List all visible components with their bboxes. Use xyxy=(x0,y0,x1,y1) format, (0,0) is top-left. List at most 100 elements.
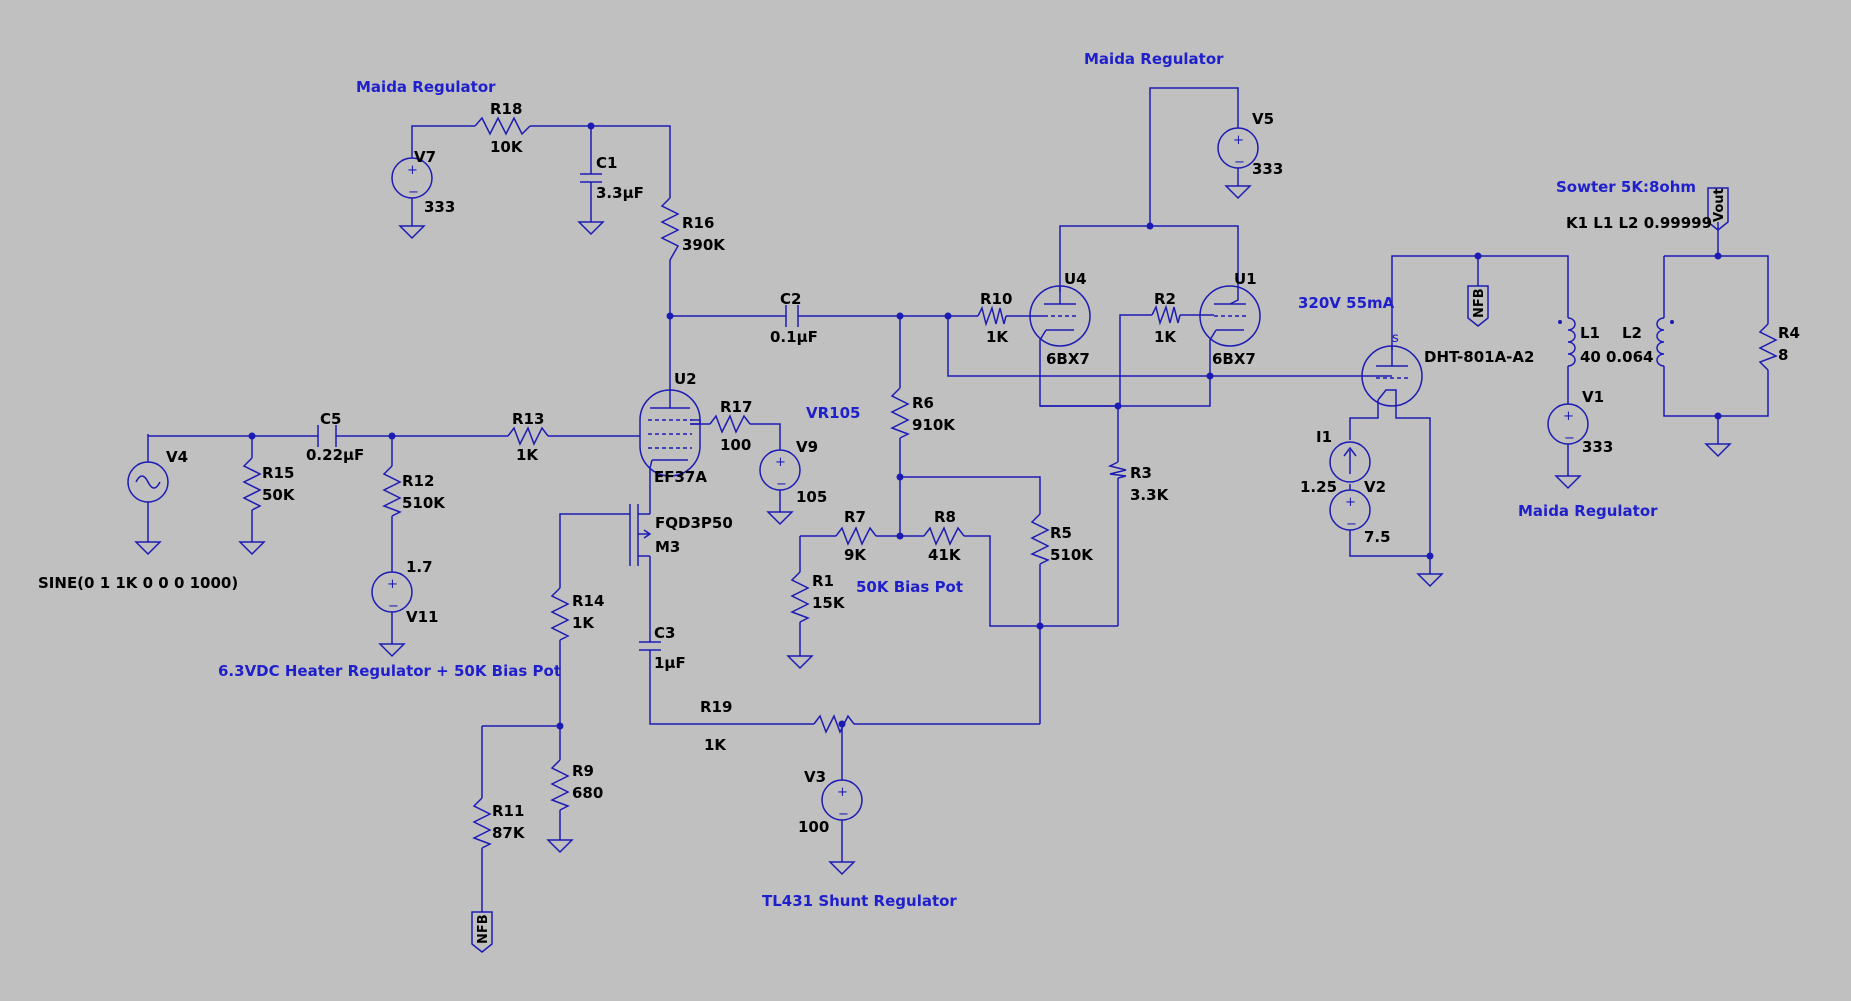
note-coupling: K1 L1 L2 0.99999 xyxy=(1566,214,1712,232)
label-v11-value: 1.7 xyxy=(406,558,433,576)
note-bias-pot: 50K Bias Pot xyxy=(856,578,963,596)
svg-text:+: + xyxy=(1233,133,1244,148)
label-v3-value: 100 xyxy=(798,818,829,836)
label-u2-value: EF37A xyxy=(654,468,707,486)
flag-nfb-top-label: NFB xyxy=(1472,288,1487,318)
svg-text:+: + xyxy=(775,455,786,470)
current-source-i1 xyxy=(1329,441,1371,483)
flag-vout-label: Vout xyxy=(1712,188,1727,222)
wires xyxy=(147,87,1769,912)
label-v5-ref: V5 xyxy=(1252,110,1274,128)
label-r1-value: 15K xyxy=(812,594,846,612)
label-v2-value: 7.5 xyxy=(1364,528,1391,546)
label-v7-ref: V7 xyxy=(414,148,436,166)
label-r17-ref: R17 xyxy=(720,398,752,416)
label-r9-ref: R9 xyxy=(572,762,594,780)
label-r15-value: 50K xyxy=(262,486,296,504)
voltage-source-v3: +− xyxy=(821,776,863,826)
label-u4-value: 6BX7 xyxy=(1046,350,1090,368)
resistor-r4 xyxy=(1758,323,1778,371)
triode-dht-801a: s xyxy=(1361,331,1423,407)
resistor-r13 xyxy=(507,426,549,446)
voltage-source-v1: +− xyxy=(1547,400,1589,458)
capacitor-c5 xyxy=(317,425,337,447)
label-r19-value: 1K xyxy=(704,736,727,754)
flag-nfb-bottom: NFB xyxy=(471,911,493,953)
label-l2-value: 0.064 xyxy=(1606,348,1653,366)
label-v3-ref: V3 xyxy=(804,768,826,786)
resistor-r11 xyxy=(472,797,492,849)
label-r8-ref: R8 xyxy=(934,508,956,526)
note-sowter: Sowter 5K:8ohm xyxy=(1556,178,1696,196)
note-tl431: TL431 Shunt Regulator xyxy=(762,892,957,910)
mosfet-m3 xyxy=(629,504,652,566)
label-r10-value: 1K xyxy=(986,328,1009,346)
label-r17-value: 100 xyxy=(720,436,751,454)
label-r14-ref: R14 xyxy=(572,592,604,610)
label-r4-value: 8 xyxy=(1778,346,1788,364)
label-r6-ref: R6 xyxy=(912,394,934,412)
label-v5-value: 333 xyxy=(1252,160,1283,178)
label-r4-ref: R4 xyxy=(1778,324,1800,342)
resistor-r7 xyxy=(835,526,877,546)
label-c3-value: 1µF xyxy=(654,654,686,672)
svg-text:+: + xyxy=(1563,409,1574,424)
capacitor-c3 xyxy=(639,632,661,652)
resistor-r8 xyxy=(923,526,965,546)
resistor-r1 xyxy=(790,571,810,623)
component-labels: R18 10K C1 3.3µF R16 390K V7 333 C2 0.1µ… xyxy=(166,100,1800,842)
label-c3-ref: C3 xyxy=(654,624,675,642)
svg-text:+: + xyxy=(387,577,398,592)
resistor-r10 xyxy=(977,305,1007,327)
label-l1-value: 40 xyxy=(1580,348,1601,366)
annotations: Maida Regulator Maida Regulator Maida Re… xyxy=(38,50,1712,910)
resistor-r2 xyxy=(1151,304,1181,326)
voltage-source-v9: +− xyxy=(759,446,801,494)
ground-symbols xyxy=(134,185,1732,876)
resistor-r6 xyxy=(890,387,910,439)
note-vr105: VR105 xyxy=(806,404,860,422)
svg-text:−: − xyxy=(1346,517,1357,532)
label-r16-value: 390K xyxy=(682,236,726,254)
svg-text:s: s xyxy=(1392,331,1399,346)
svg-text:−: − xyxy=(838,807,849,822)
label-dht-value: DHT-801A-A2 xyxy=(1424,348,1534,366)
svg-text:−: − xyxy=(1234,155,1245,170)
triode-u4 xyxy=(1029,285,1091,347)
resistor-r14 xyxy=(550,587,570,641)
resistor-r19 xyxy=(813,714,855,734)
label-r5-value: 510K xyxy=(1050,546,1094,564)
resistor-r12 xyxy=(382,465,402,517)
label-r10-ref: R10 xyxy=(980,290,1012,308)
label-v11-ref: V11 xyxy=(406,608,438,626)
label-r7-ref: R7 xyxy=(844,508,866,526)
label-v1-ref: V1 xyxy=(1582,388,1604,406)
label-v4-ref: V4 xyxy=(166,448,188,466)
note-heater: 6.3VDC Heater Regulator + 50K Bias Pot xyxy=(218,662,561,680)
label-c1-ref: C1 xyxy=(596,154,617,172)
voltage-source-v5: +− xyxy=(1217,118,1259,178)
label-v9-ref: V9 xyxy=(796,438,818,456)
svg-text:−: − xyxy=(776,477,787,492)
resistor-r3 xyxy=(1107,461,1127,479)
label-i1-value: 1.25 xyxy=(1300,478,1337,496)
label-c5-ref: C5 xyxy=(320,410,341,428)
label-r13-value: 1K xyxy=(516,446,539,464)
resistor-r9 xyxy=(550,759,570,811)
label-u1-ref: U1 xyxy=(1234,270,1257,288)
label-r6-value: 910K xyxy=(912,416,956,434)
label-r2-value: 1K xyxy=(1154,328,1177,346)
flag-nfb-top: NFB xyxy=(1467,285,1489,327)
resistor-r17 xyxy=(709,414,751,434)
svg-text:−: − xyxy=(408,185,419,200)
label-r12-value: 510K xyxy=(402,494,446,512)
label-r1-ref: R1 xyxy=(812,572,834,590)
resistor-r18 xyxy=(474,116,531,136)
label-r15-ref: R15 xyxy=(262,464,294,482)
inductor-l1 xyxy=(1558,317,1576,370)
label-r7-value: 9K xyxy=(844,546,867,564)
voltage-source-v2: +− xyxy=(1329,488,1371,534)
note-sine: SINE(0 1 1K 0 0 0 1000) xyxy=(38,574,238,592)
triode-u1 xyxy=(1199,285,1261,347)
